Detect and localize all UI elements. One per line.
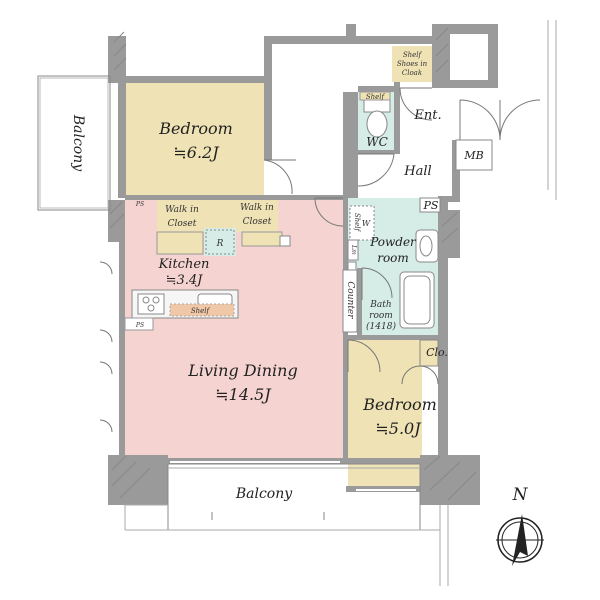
living-dining-size: ≒14.5J — [215, 385, 272, 404]
powder-w-label: W — [362, 219, 371, 228]
bedroom-2-size: ≒5.0J — [375, 419, 422, 438]
powder-shelf-label: Shelf — [353, 213, 361, 233]
powder-room-label-2: room — [377, 251, 409, 265]
balcony-south — [124, 463, 449, 586]
fridge-label: R — [216, 239, 224, 249]
shoe-cloak-label-1: Shelf — [403, 51, 423, 59]
walkin-closet-2-label-1: Walk in — [240, 203, 274, 213]
walkin-closet-2-label-2: Closet — [243, 217, 272, 227]
bath-room-label-3: (1418) — [366, 321, 396, 332]
bedroom-2-name: Bedroom — [362, 395, 437, 414]
kitchen-size: ≒3.4J — [166, 273, 204, 288]
bath-room-label-2: room — [369, 311, 393, 321]
shoe-cloak-label-2: Shoes in — [397, 60, 428, 68]
north-compass: N — [496, 485, 544, 566]
powder-room-label-1: Powder — [369, 235, 417, 249]
entrance-label: Ent. — [413, 108, 441, 123]
ps-small-label-2: PS — [135, 322, 144, 329]
walkin-closet-1-label-2: Closet — [168, 219, 197, 229]
balcony-west-label: Balcony — [70, 114, 86, 172]
shoe-cloak-area — [392, 46, 432, 82]
compass-north-label: N — [512, 485, 529, 505]
bedroom-1-area — [125, 82, 264, 195]
kitchen-counter — [131, 289, 239, 319]
closet-label: Clo. — [426, 346, 448, 359]
kitchen-shelf-label: Shelf — [191, 307, 211, 315]
living-dining-name: Living Dining — [187, 361, 297, 380]
bath-room-label-1: Bath — [369, 300, 391, 310]
living-notch — [157, 200, 278, 232]
lm-label: Lm — [350, 244, 357, 255]
counter-label: Counter — [345, 281, 355, 319]
balcony-south-label: Balcony — [235, 486, 293, 502]
kitchen-name: Kitchen — [158, 257, 210, 272]
shoe-cloak-label-3: Cloak — [402, 69, 422, 77]
hall-label: Hall — [403, 164, 431, 179]
bedroom-1-name: Bedroom — [158, 119, 233, 138]
ps-label: PS — [423, 199, 439, 212]
ps-small-label-1: PS — [135, 201, 144, 208]
balcony-west — [37, 75, 111, 211]
bedroom-1-size: ≒6.2J — [173, 143, 220, 162]
wc-shelf-label: Shelf — [366, 93, 386, 101]
walkin-closet-1-label-1: Walk in — [165, 205, 199, 215]
mb-label: MB — [463, 149, 483, 162]
wc-label: WC — [366, 135, 388, 149]
